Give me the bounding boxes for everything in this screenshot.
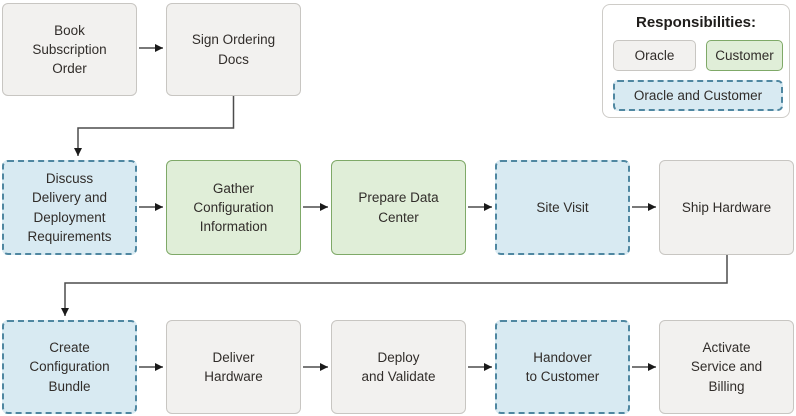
- node-label: Discuss Delivery and Deployment Requirem…: [27, 171, 112, 244]
- node-label: Activate Service and Billing: [690, 340, 763, 394]
- legend-row: Oracle Customer: [613, 40, 783, 71]
- node-ship-hardware: Ship Hardware: [659, 160, 794, 255]
- node-deploy-and-validate: Deploy and Validate: [331, 320, 466, 414]
- node-label: Create Configuration Bundle: [29, 340, 110, 394]
- legend-item-label: Oracle: [634, 48, 675, 63]
- legend-title: Responsibilities:: [635, 14, 757, 31]
- node-label: Book Subscription Order: [32, 22, 107, 77]
- legend-item-customer: Customer: [706, 40, 783, 71]
- node-label: Gather Configuration Information: [193, 180, 274, 235]
- legend: Responsibilities: Oracle Customer Oracle…: [602, 4, 790, 118]
- node-handover-to-customer: Handover to Customer: [495, 320, 630, 414]
- node-label: Handover to Customer: [525, 349, 600, 384]
- legend-item-label: Oracle and Customer: [633, 88, 763, 103]
- node-discuss-delivery-deployment-requirements: Discuss Delivery and Deployment Requirem…: [2, 160, 137, 255]
- node-label: Deploy and Validate: [361, 349, 436, 384]
- node-label: Ship Hardware: [681, 199, 772, 215]
- legend-item-oracle: Oracle: [613, 40, 696, 71]
- legend-item-label: Customer: [715, 48, 774, 63]
- node-site-visit: Site Visit: [495, 160, 630, 255]
- node-gather-configuration-information: Gather Configuration Information: [166, 160, 301, 255]
- node-label: Deliver Hardware: [204, 349, 263, 384]
- node-create-configuration-bundle: Create Configuration Bundle: [2, 320, 137, 414]
- node-book-subscription-order: Book Subscription Order: [2, 3, 137, 96]
- node-prepare-data-center: Prepare Data Center: [331, 160, 466, 255]
- node-label: Site Visit: [536, 199, 589, 215]
- node-deliver-hardware: Deliver Hardware: [166, 320, 301, 414]
- node-sign-ordering-docs: Sign Ordering Docs: [166, 3, 301, 96]
- node-activate-service-and-billing: Activate Service and Billing: [659, 320, 794, 414]
- node-label: Sign Ordering Docs: [191, 32, 276, 67]
- legend-item-oracle-and-customer: Oracle and Customer: [613, 80, 783, 111]
- node-label: Prepare Data Center: [358, 190, 439, 225]
